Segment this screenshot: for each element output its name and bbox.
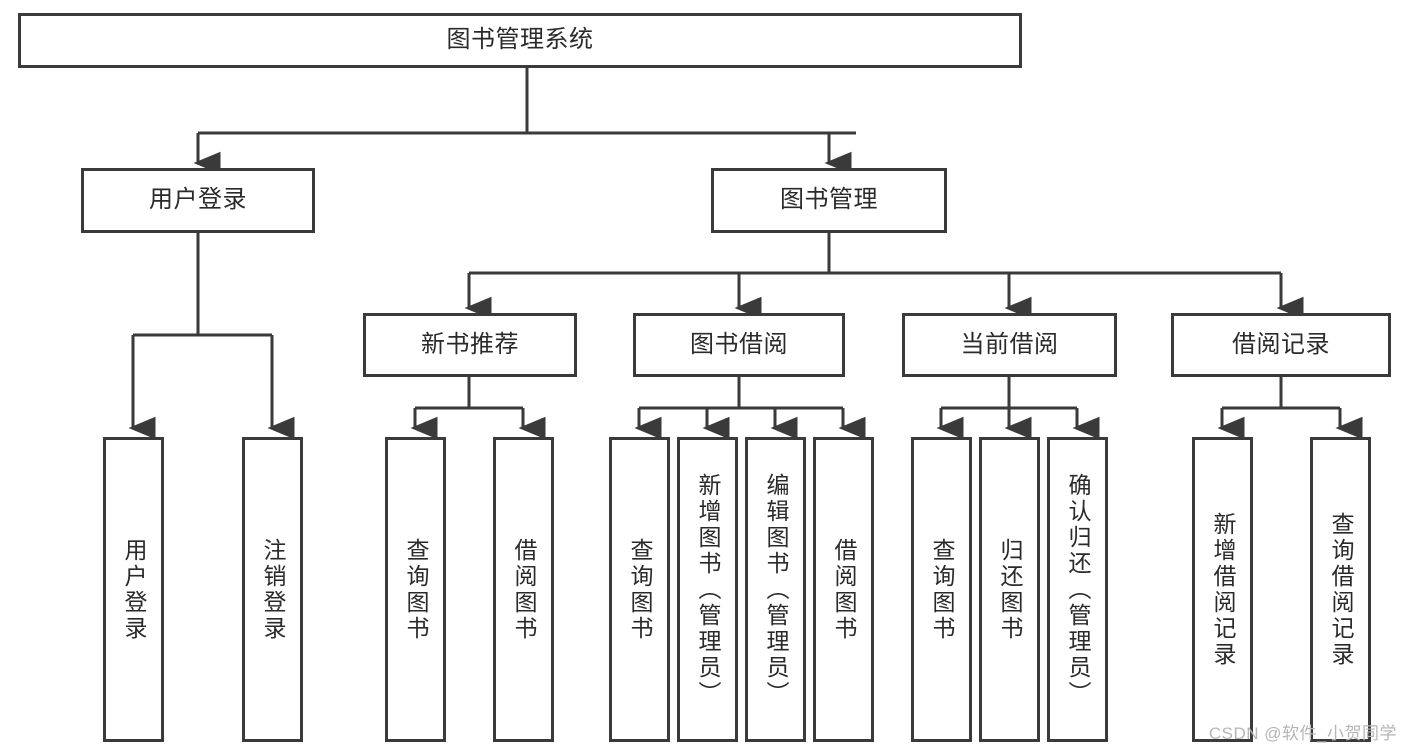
node-leaf-user-login[interactable]: 用户登录: [103, 437, 164, 742]
node-leaf-return-book[interactable]: 归还图书: [979, 437, 1040, 742]
node-leaf-user-logout-label: 注销登录: [260, 537, 286, 642]
node-leaf-borrow-book-1[interactable]: 借阅图书: [493, 437, 554, 742]
node-leaf-borrow-book-1-label: 借阅图书: [511, 537, 537, 642]
node-user-login-label: 用户登录: [149, 186, 247, 214]
node-leaf-confirm-return-label: 确认归还（管理员）: [1065, 472, 1091, 707]
node-leaf-user-login-label: 用户登录: [121, 537, 147, 642]
node-leaf-add-record-label: 新增借阅记录: [1210, 511, 1236, 668]
node-current-borrow[interactable]: 当前借阅: [902, 313, 1117, 377]
node-leaf-query-book-1-label: 查询图书: [403, 537, 429, 642]
node-leaf-edit-book[interactable]: 编辑图书（管理员）: [745, 437, 806, 742]
node-leaf-borrow-book-2-label: 借阅图书: [831, 537, 857, 642]
node-leaf-query-record-label: 查询借阅记录: [1328, 511, 1354, 668]
node-leaf-add-book[interactable]: 新增图书（管理员）: [677, 437, 738, 742]
node-book-manage[interactable]: 图书管理: [711, 168, 947, 233]
node-borrow-record[interactable]: 借阅记录: [1171, 313, 1391, 377]
node-user-login[interactable]: 用户登录: [81, 168, 315, 233]
node-leaf-query-book-3-label: 查询图书: [929, 537, 955, 642]
node-leaf-user-logout[interactable]: 注销登录: [242, 437, 303, 742]
node-root-label: 图书管理系统: [446, 26, 594, 54]
node-leaf-edit-book-label: 编辑图书（管理员）: [763, 472, 789, 707]
node-leaf-borrow-book-2[interactable]: 借阅图书: [813, 437, 874, 742]
node-book-borrow-label: 图书借阅: [690, 330, 788, 358]
node-current-borrow-label: 当前借阅: [960, 330, 1059, 358]
node-leaf-add-book-label: 新增图书（管理员）: [695, 472, 721, 707]
node-leaf-query-record[interactable]: 查询借阅记录: [1310, 437, 1371, 742]
node-new-book-rec[interactable]: 新书推荐: [363, 313, 577, 377]
node-new-book-rec-label: 新书推荐: [421, 330, 519, 358]
node-root[interactable]: 图书管理系统: [18, 13, 1022, 68]
node-leaf-return-book-label: 归还图书: [997, 537, 1023, 642]
node-leaf-confirm-return[interactable]: 确认归还（管理员）: [1047, 437, 1108, 742]
node-book-manage-label: 图书管理: [780, 186, 878, 214]
node-leaf-query-book-1[interactable]: 查询图书: [385, 437, 446, 742]
node-leaf-query-book-3[interactable]: 查询图书: [911, 437, 972, 742]
node-leaf-query-book-2-label: 查询图书: [627, 537, 653, 642]
node-borrow-record-label: 借阅记录: [1232, 330, 1330, 358]
node-book-borrow[interactable]: 图书借阅: [633, 313, 845, 377]
node-leaf-add-record[interactable]: 新增借阅记录: [1192, 437, 1253, 742]
node-leaf-query-book-2[interactable]: 查询图书: [609, 437, 670, 742]
